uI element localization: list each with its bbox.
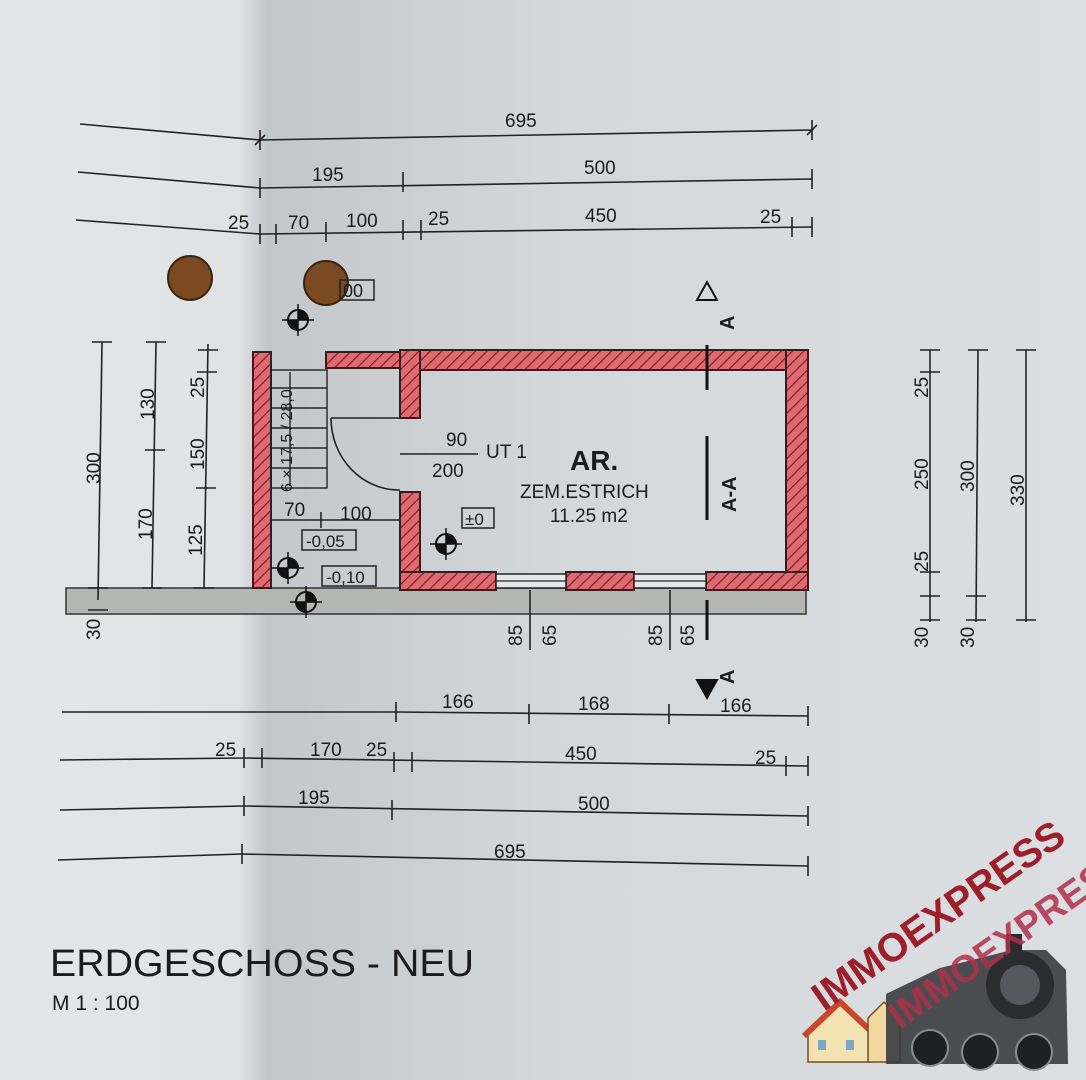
section-label: A-A (719, 476, 741, 512)
bottom-dimensions: 166 168 166 25 170 25 450 25 195 500 695 (57, 692, 809, 876)
right-dim-inner-b: 250 (912, 458, 933, 490)
right-dim-inner-c: 25 (912, 551, 933, 572)
section-letter-top: A (717, 316, 739, 330)
drawing-scale: M 1 : 100 (52, 992, 140, 1015)
level-room: ±0 (465, 510, 484, 529)
dim-top-row3-e: 450 (585, 206, 617, 227)
door-height: 200 (432, 461, 464, 482)
dim-top-row2-a: 195 (312, 165, 344, 186)
bottom-dim-row3-b: 500 (578, 794, 610, 815)
right-dim-outer: 330 (1008, 474, 1029, 506)
window-1 (495, 573, 567, 589)
right-dim-mid: 300 (958, 460, 979, 492)
right-dim-base-b: 30 (958, 627, 979, 648)
dim-top-row2-b: 500 (584, 158, 616, 179)
window-dim-1a: 85 (506, 625, 527, 646)
door-tag: UT 1 (486, 442, 527, 463)
survey-marker-room (430, 528, 462, 560)
ground-strip (65, 587, 807, 615)
wall-west-stair (252, 351, 272, 589)
dim-top-row3-d: 25 (428, 209, 449, 230)
wall-south-1 (399, 571, 497, 591)
interior-dimension: 70 100 (271, 500, 400, 528)
left-dim-outer: 300 (84, 452, 105, 484)
left-dim-upper-a: 130 (138, 388, 159, 420)
left-dim-upper-b: 170 (136, 508, 157, 540)
level-box-top (339, 279, 375, 301)
level-box-room (461, 507, 495, 529)
punch-hole-right (303, 260, 349, 306)
door-swing (330, 417, 401, 491)
left-dim-inner-c: 125 (186, 524, 207, 556)
stair (270, 369, 328, 489)
room-area: 11.25 m2 (550, 506, 628, 527)
stair-label: 6 × 17,5 / 28,0 (279, 389, 296, 492)
door-width: 90 (446, 430, 467, 451)
bottom-dim-row2-d: 450 (565, 744, 597, 765)
dim-top-row3-f: 25 (760, 207, 781, 228)
bottom-dim-row2-e: 25 (755, 748, 776, 769)
left-dimensions: 300 130 170 25 150 125 30 (84, 341, 218, 640)
level-box-landing (301, 529, 357, 551)
wall-west-upper (399, 349, 421, 419)
room-floor-finish: ZEM.ESTRICH (520, 482, 649, 503)
left-dim-base: 30 (84, 619, 105, 640)
window-2 (633, 573, 707, 589)
interior-dim-b: 100 (340, 504, 372, 525)
drawing-title: ERDGESCHOSS - NEU (50, 943, 474, 985)
wall-east (785, 349, 809, 591)
bottom-dim-row1-b: 168 (578, 694, 610, 715)
bottom-dim-row2-a: 25 (215, 740, 236, 761)
dim-top-row1-total: 695 (505, 111, 537, 132)
wall-south-3 (705, 571, 809, 591)
window-dimensions: 85 65 85 65 (506, 590, 699, 650)
punch-hole-left (167, 255, 213, 301)
section-line (695, 279, 719, 701)
section-letter-bottom: A (717, 670, 739, 684)
wall-south-2 (565, 571, 635, 591)
wall-north (399, 349, 809, 371)
level-box-outside (321, 565, 377, 587)
right-dimensions: 25 250 25 30 300 30 330 (912, 349, 1036, 648)
bottom-dim-row4: 695 (494, 842, 526, 863)
interior-dim-a: 70 (284, 500, 305, 521)
level-outside: -0,10 (326, 568, 365, 587)
right-dim-base-a: 30 (912, 627, 933, 648)
wall-north-short (325, 351, 401, 369)
level-top-value: 00 (343, 281, 363, 301)
dim-top-row3-b: 70 (288, 213, 309, 234)
bottom-dim-row1-a: 166 (442, 692, 474, 713)
room-code: AR. (570, 445, 618, 476)
bottom-dim-row3-a: 195 (298, 788, 330, 809)
survey-marker-stair (272, 552, 304, 584)
left-dim-inner-b: 150 (188, 438, 209, 470)
survey-marker-ground (290, 586, 322, 618)
level-landing: -0,05 (306, 532, 345, 551)
bottom-dim-row2-b: 170 (310, 740, 342, 761)
bottom-dim-row2-c: 25 (366, 740, 387, 761)
window-dim-2b: 65 (678, 625, 699, 646)
survey-marker-top (282, 304, 314, 336)
right-dim-inner-a: 25 (912, 377, 933, 398)
dim-top-row3-a: 25 (228, 213, 249, 234)
window-dim-1b: 65 (540, 625, 561, 646)
dim-top-row3-c: 100 (346, 211, 378, 232)
bottom-dim-row1-c: 166 (720, 696, 752, 717)
left-dim-inner-a: 25 (188, 377, 209, 398)
door-label: 90 200 UT 1 (400, 430, 527, 482)
top-dimensions: 695 195 500 25 70 100 25 450 25 (75, 111, 818, 244)
window-dim-2a: 85 (646, 625, 667, 646)
